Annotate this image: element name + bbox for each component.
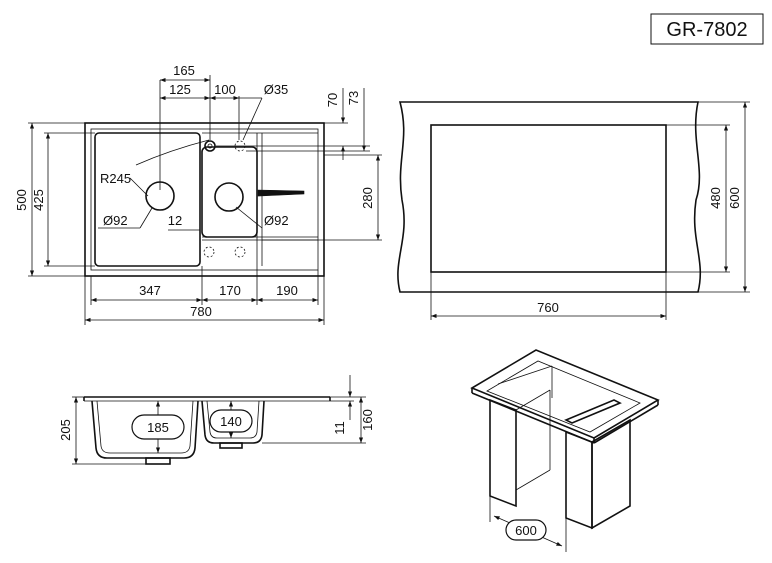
small-bowl bbox=[201, 146, 258, 238]
dim-100: 100 bbox=[214, 82, 236, 97]
small-drain-outlet bbox=[219, 442, 243, 449]
dim-r245: R245 bbox=[100, 171, 131, 186]
dim-165: 165 bbox=[173, 63, 195, 78]
model-label: GR-7802 bbox=[650, 13, 764, 45]
sink-frame-inner bbox=[486, 360, 641, 433]
dim-190: 190 bbox=[276, 283, 298, 298]
countertop-outline bbox=[397, 101, 702, 293]
cutout-rect bbox=[430, 124, 667, 273]
dim-347: 347 bbox=[139, 283, 161, 298]
dim-d35: Ø35 bbox=[264, 82, 289, 97]
dim-11: 11 bbox=[332, 421, 347, 435]
dim-280: 280 bbox=[360, 187, 375, 209]
cabinet-right-panel bbox=[591, 418, 631, 530]
tap-hole bbox=[204, 140, 216, 152]
dim-600-cutout: 600 bbox=[727, 187, 742, 209]
dim-425: 425 bbox=[31, 189, 46, 211]
small-drain-hole bbox=[214, 182, 244, 212]
dim-185: 185 bbox=[147, 420, 169, 435]
dim-125: 125 bbox=[169, 82, 191, 97]
dim-140: 140 bbox=[220, 414, 242, 429]
drainer-slot bbox=[257, 189, 305, 197]
model-code: GR-7802 bbox=[666, 19, 747, 41]
dim-12: 12 bbox=[168, 213, 182, 228]
dim-160: 160 bbox=[360, 409, 375, 431]
sink-outer-outline bbox=[84, 122, 325, 277]
dim-73: 73 bbox=[346, 91, 361, 105]
dim-780: 780 bbox=[190, 304, 212, 319]
sink-inner-rim bbox=[90, 128, 319, 271]
dim-600-cabinet: 600 bbox=[515, 523, 537, 538]
cabinet-isometric-view: 600 bbox=[470, 349, 660, 552]
cabinet-front-panel bbox=[565, 430, 593, 530]
drainer-bar bbox=[564, 399, 622, 424]
width-label-600-capsule bbox=[505, 519, 547, 541]
sink-top-view: 165 125 100 Ø35 70 73 280 500 425 R245 Ø… bbox=[14, 63, 382, 325]
dim-d92-left: Ø92 bbox=[103, 213, 128, 228]
dim-d92-right: Ø92 bbox=[264, 213, 289, 228]
large-drain-outlet bbox=[145, 457, 171, 465]
dim-760: 760 bbox=[537, 300, 559, 315]
dim-70: 70 bbox=[325, 93, 340, 107]
dim-205: 205 bbox=[58, 419, 73, 441]
dim-500: 500 bbox=[14, 189, 29, 211]
cabinet-left-panel bbox=[489, 398, 517, 508]
large-bowl bbox=[94, 132, 201, 267]
dim-170: 170 bbox=[219, 283, 241, 298]
dim-480: 480 bbox=[708, 187, 723, 209]
sink-section-view: 185 140 205 11 160 bbox=[58, 375, 375, 465]
countertop-cutout-view: 480 600 760 bbox=[397, 101, 750, 320]
